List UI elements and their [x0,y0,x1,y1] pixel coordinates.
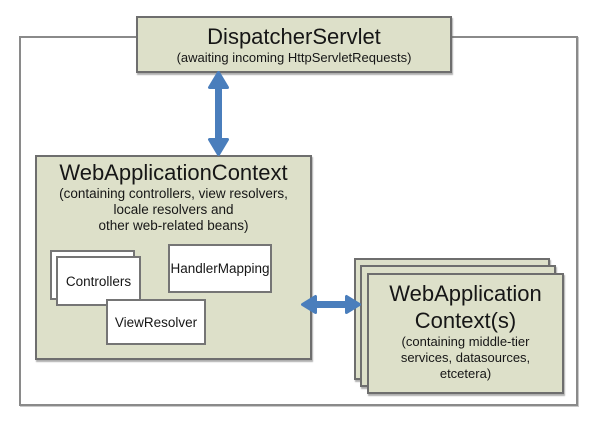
double-arrow-horizontal-icon [301,295,361,314]
root-context-title-line: WebApplication [389,281,542,306]
subtitle-line: (containing middle-tier [401,334,530,349]
web-application-context-title: WebApplicationContext [59,160,288,185]
root-context-title-line: Context(s) [414,308,517,333]
dispatcher-servlet-title: DispatcherServlet [207,23,381,49]
root-context-box: WebApplication Context(s) (containing mi… [367,273,564,394]
web-application-contexts-stack: WebApplication Context(s) (containing mi… [354,258,568,398]
controllers-label: Controllers [65,273,132,289]
double-arrow-vertical-icon [208,71,229,156]
dispatcher-servlet-box: DispatcherServlet (awaiting incoming Htt… [136,16,452,73]
view-resolver-label: ViewResolver [114,314,198,330]
subtitle-line: etcetera) [439,366,492,381]
subtitle-line: other web-related beans) [98,218,249,233]
dispatcher-servlet-subtitle: (awaiting incoming HttpServletRequests) [176,49,412,65]
subtitle-line: locale resolvers and [113,202,234,217]
subtitle-line: (containing controllers, view resolvers, [59,186,288,201]
root-context-subtitle: (containing middle-tier services, dataso… [369,334,562,382]
subtitle-line: services, datasources, [400,350,531,365]
controllers-box: Controllers [56,256,141,306]
root-context-title: WebApplication Context(s) [369,280,562,334]
handler-mapping-box: HandlerMapping [168,244,272,293]
web-application-context-box: WebApplicationContext (containing contro… [35,155,312,360]
web-application-context-subtitle: (containing controllers, view resolvers,… [37,186,310,234]
handler-mapping-label: HandlerMapping [170,261,270,276]
view-resolver-box: ViewResolver [106,299,206,345]
